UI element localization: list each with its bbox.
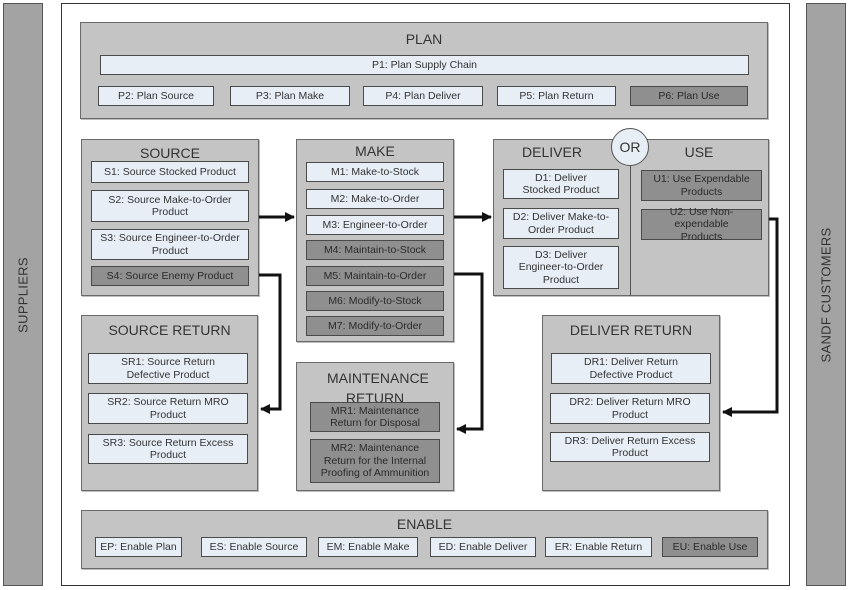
enable-item[interactable]: ED: Enable Deliver bbox=[430, 537, 536, 557]
deliver-return-item[interactable]: DR1: Deliver Return Defective Product bbox=[551, 353, 711, 384]
arrow-use-to-deliver-return bbox=[722, 217, 779, 417]
deliver-item[interactable]: D1: Deliver Stocked Product bbox=[503, 169, 619, 199]
source-item[interactable]: S3: Source Engineer-to-Order Product bbox=[91, 229, 249, 260]
source-return-item[interactable]: SR3: Source Return Excess Product bbox=[88, 434, 248, 464]
enable-item[interactable]: ER: Enable Return bbox=[545, 537, 652, 557]
make-item[interactable]: M5: Maintain-to-Order bbox=[306, 266, 444, 286]
make-item[interactable]: M1: Make-to-Stock bbox=[306, 162, 444, 182]
plan-p1-box[interactable]: P1: Plan Supply Chain bbox=[100, 55, 749, 75]
or-label: OR bbox=[619, 139, 641, 155]
plan-item[interactable]: P5: Plan Return bbox=[497, 86, 616, 106]
use-item[interactable]: U2: Use Non-expendable Products bbox=[641, 206, 762, 243]
maintenance-return-item[interactable]: MR1: Maintenance Return for Disposal bbox=[310, 402, 440, 432]
source-item[interactable]: S4: Source Enemy Product bbox=[91, 266, 249, 286]
or-connector: OR bbox=[611, 128, 649, 166]
suppliers-bar: SUPPLIERS bbox=[3, 3, 43, 586]
source-title: SOURCE bbox=[140, 145, 200, 161]
make-item[interactable]: M7: Modify-to-Order bbox=[306, 316, 444, 336]
source-return-title: SOURCE RETURN bbox=[108, 322, 231, 338]
make-item[interactable]: M2: Make-to-Order bbox=[306, 189, 444, 209]
maintenance-return-item[interactable]: MR2: Maintenance Return for the Internal… bbox=[310, 439, 440, 483]
source-return-item[interactable]: SR2: Source Return MRO Product bbox=[88, 393, 248, 424]
customers-bar: SANDF CUSTOMERS bbox=[806, 3, 846, 586]
use-item[interactable]: U1: Use Expendable Products bbox=[641, 170, 762, 201]
plan-item[interactable]: P2: Plan Source bbox=[98, 86, 214, 106]
deliver-item[interactable]: D2: Deliver Make-to-Order Product bbox=[503, 208, 619, 239]
make-title: MAKE bbox=[355, 143, 395, 159]
deliver-title: DELIVER bbox=[522, 144, 582, 160]
enable-item[interactable]: EU: Enable Use bbox=[662, 537, 758, 557]
deliver-use-divider bbox=[630, 152, 631, 296]
enable-item[interactable]: EM: Enable Make bbox=[318, 537, 418, 557]
source-return-item[interactable]: SR1: Source Return Defective Product bbox=[88, 353, 248, 384]
plan-item[interactable]: P4: Plan Deliver bbox=[363, 86, 483, 106]
deliver-return-item[interactable]: DR2: Deliver Return MRO Product bbox=[550, 393, 710, 424]
enable-item[interactable]: EP: Enable Plan bbox=[95, 537, 182, 557]
plan-title: PLAN bbox=[405, 31, 443, 47]
make-item[interactable]: M6: Modify-to-Stock bbox=[306, 291, 444, 311]
source-item[interactable]: S1: Source Stocked Product bbox=[91, 161, 249, 183]
make-item[interactable]: M3: Engineer-to-Order bbox=[306, 215, 444, 235]
deliver-item[interactable]: D3: Deliver Engineer-to-Order Product bbox=[503, 246, 619, 289]
make-item[interactable]: M4: Maintain-to-Stock bbox=[306, 240, 444, 260]
enable-title: ENABLE bbox=[396, 516, 453, 532]
plan-item[interactable]: P3: Plan Make bbox=[230, 86, 350, 106]
deliver-return-item[interactable]: DR3: Deliver Return Excess Product bbox=[550, 432, 710, 462]
arrow-m5-to-maintenance-return bbox=[454, 272, 484, 434]
arrow-s4-to-source-return bbox=[259, 273, 282, 414]
deliver-return-title: DELIVER RETURN bbox=[569, 322, 693, 338]
source-item[interactable]: S2: Source Make-to-Order Product bbox=[91, 190, 249, 222]
enable-panel: ENABLE bbox=[81, 510, 768, 569]
use-title: USE bbox=[684, 144, 714, 160]
enable-item[interactable]: ES: Enable Source bbox=[201, 537, 307, 557]
plan-item[interactable]: P6: Plan Use bbox=[630, 86, 748, 106]
